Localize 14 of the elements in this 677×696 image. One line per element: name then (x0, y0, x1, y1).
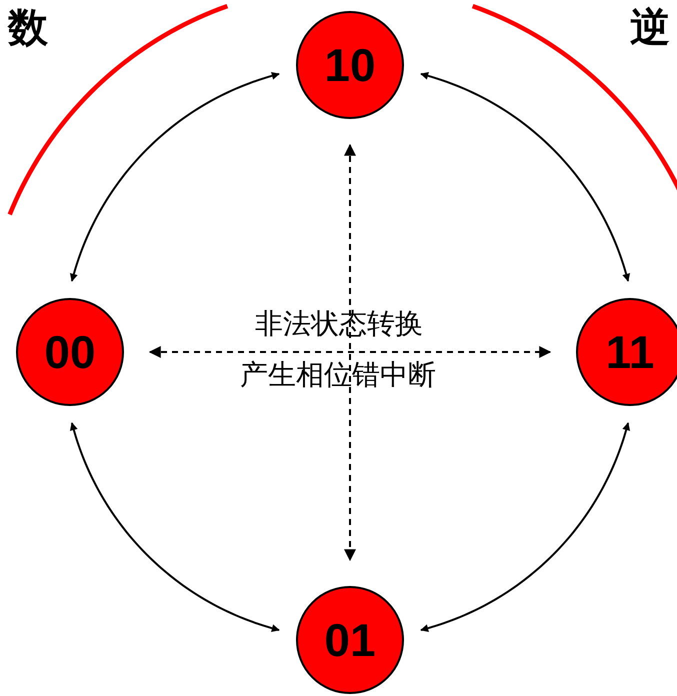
curved-arrow (70, 72, 280, 282)
corner-label: 逆 (630, 4, 670, 53)
curved-arrow (420, 72, 630, 282)
state-label: 11 (606, 325, 654, 379)
curved-arrow (420, 422, 630, 632)
state-label: 10 (324, 38, 376, 92)
state-label: 01 (324, 613, 376, 667)
dashed-arrow (148, 346, 552, 358)
state-label: 00 (44, 325, 96, 379)
center-note: 非法状态转换 (255, 306, 423, 342)
center-note: 产生相位错中断 (240, 357, 436, 393)
corner-label: 数 (8, 4, 48, 53)
dashed-arrow (344, 144, 356, 562)
curved-arrow (70, 422, 280, 632)
